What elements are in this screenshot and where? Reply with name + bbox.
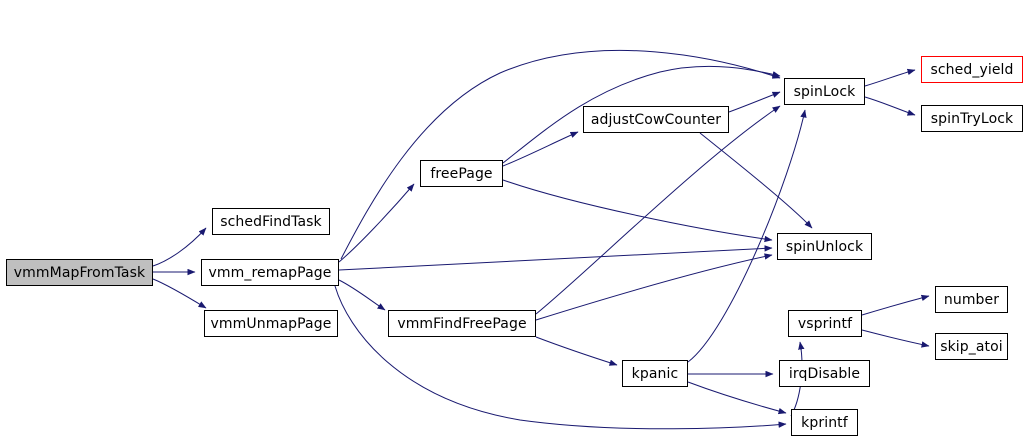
node-label-number: number xyxy=(943,291,1000,308)
node-vmm_remapPage[interactable]: vmm_remapPage xyxy=(201,259,339,286)
node-sched_yield[interactable]: sched_yield xyxy=(921,56,1023,83)
edge-freePage-to-adjustCowCounter xyxy=(502,131,579,167)
node-skip_atoi[interactable]: skip_atoi xyxy=(935,333,1008,360)
node-label-vmmUnmapPage: vmmUnmapPage xyxy=(210,315,332,332)
node-label-sched_yield: sched_yield xyxy=(930,61,1014,78)
node-label-skip_atoi: skip_atoi xyxy=(940,338,1003,355)
node-label-irqDisable: irqDisable xyxy=(788,365,861,382)
node-spinTryLock[interactable]: spinTryLock xyxy=(921,105,1023,132)
node-label-kprintf: kprintf xyxy=(801,414,848,431)
edge-kpanic-to-kprintf xyxy=(687,381,787,415)
node-label-spinUnlock: spinUnlock xyxy=(785,238,864,255)
edge-vsprintf-to-number xyxy=(861,294,930,316)
node-vmmFindFreePage[interactable]: vmmFindFreePage xyxy=(388,310,536,337)
node-number[interactable]: number xyxy=(935,286,1008,313)
node-spinLock[interactable]: spinLock xyxy=(784,78,865,105)
node-adjustCowCounter[interactable]: adjustCowCounter xyxy=(583,106,729,133)
node-label-vmmMapFromTask: vmmMapFromTask xyxy=(13,264,146,281)
node-label-vmmFindFreePage: vmmFindFreePage xyxy=(397,315,527,332)
edge-vmm_remapPage-to-spinUnlock xyxy=(338,245,773,271)
node-irqDisable[interactable]: irqDisable xyxy=(779,360,870,387)
node-vmmMapFromTask[interactable]: vmmMapFromTask xyxy=(6,259,153,286)
node-schedFindTask[interactable]: schedFindTask xyxy=(212,208,330,235)
node-vsprintf[interactable]: vsprintf xyxy=(788,310,862,337)
edge-spinLock-to-sched_yield xyxy=(864,68,916,87)
edge-adjustCowCounter-to-spinUnlock xyxy=(699,132,813,229)
node-label-vmm_remapPage: vmm_remapPage xyxy=(208,264,332,281)
edge-vmmMapFromTask-to-vmmUnmapPage xyxy=(152,278,207,309)
node-kprintf[interactable]: kprintf xyxy=(791,409,858,436)
edge-vmm_remapPage-to-spinLock xyxy=(340,49,781,260)
edge-freePage-to-spinUnlock xyxy=(502,179,773,243)
edge-vmm_remapPage-to-vmmFindFreePage xyxy=(338,279,386,311)
node-label-spinTryLock: spinTryLock xyxy=(930,110,1014,127)
node-vmmUnmapPage[interactable]: vmmUnmapPage xyxy=(204,310,338,337)
edge-vmmFindFreePage-to-spinLock xyxy=(535,105,781,315)
node-label-adjustCowCounter: adjustCowCounter xyxy=(590,111,722,128)
node-freePage[interactable]: freePage xyxy=(420,160,503,187)
edge-vsprintf-to-skip_atoi xyxy=(861,329,930,348)
node-label-kpanic: kpanic xyxy=(631,365,679,382)
edge-vmm_remapPage-to-kprintf xyxy=(334,285,787,430)
node-label-spinLock: spinLock xyxy=(793,83,856,100)
node-spinUnlock[interactable]: spinUnlock xyxy=(777,233,872,260)
node-label-freePage: freePage xyxy=(430,165,493,182)
node-kpanic[interactable]: kpanic xyxy=(622,360,688,387)
edge-vmmFindFreePage-to-spinUnlock xyxy=(535,253,773,321)
edge-adjustCowCounter-to-spinLock xyxy=(728,91,781,113)
edge-vmmMapFromTask-to-schedFindTask xyxy=(152,227,207,267)
edge-spinLock-to-spinTryLock xyxy=(864,96,916,116)
node-label-schedFindTask: schedFindTask xyxy=(220,213,322,230)
edge-vmmFindFreePage-to-kpanic xyxy=(535,336,618,366)
edge-vmm_remapPage-to-freePage xyxy=(338,183,415,263)
node-label-vsprintf: vsprintf xyxy=(797,315,853,332)
